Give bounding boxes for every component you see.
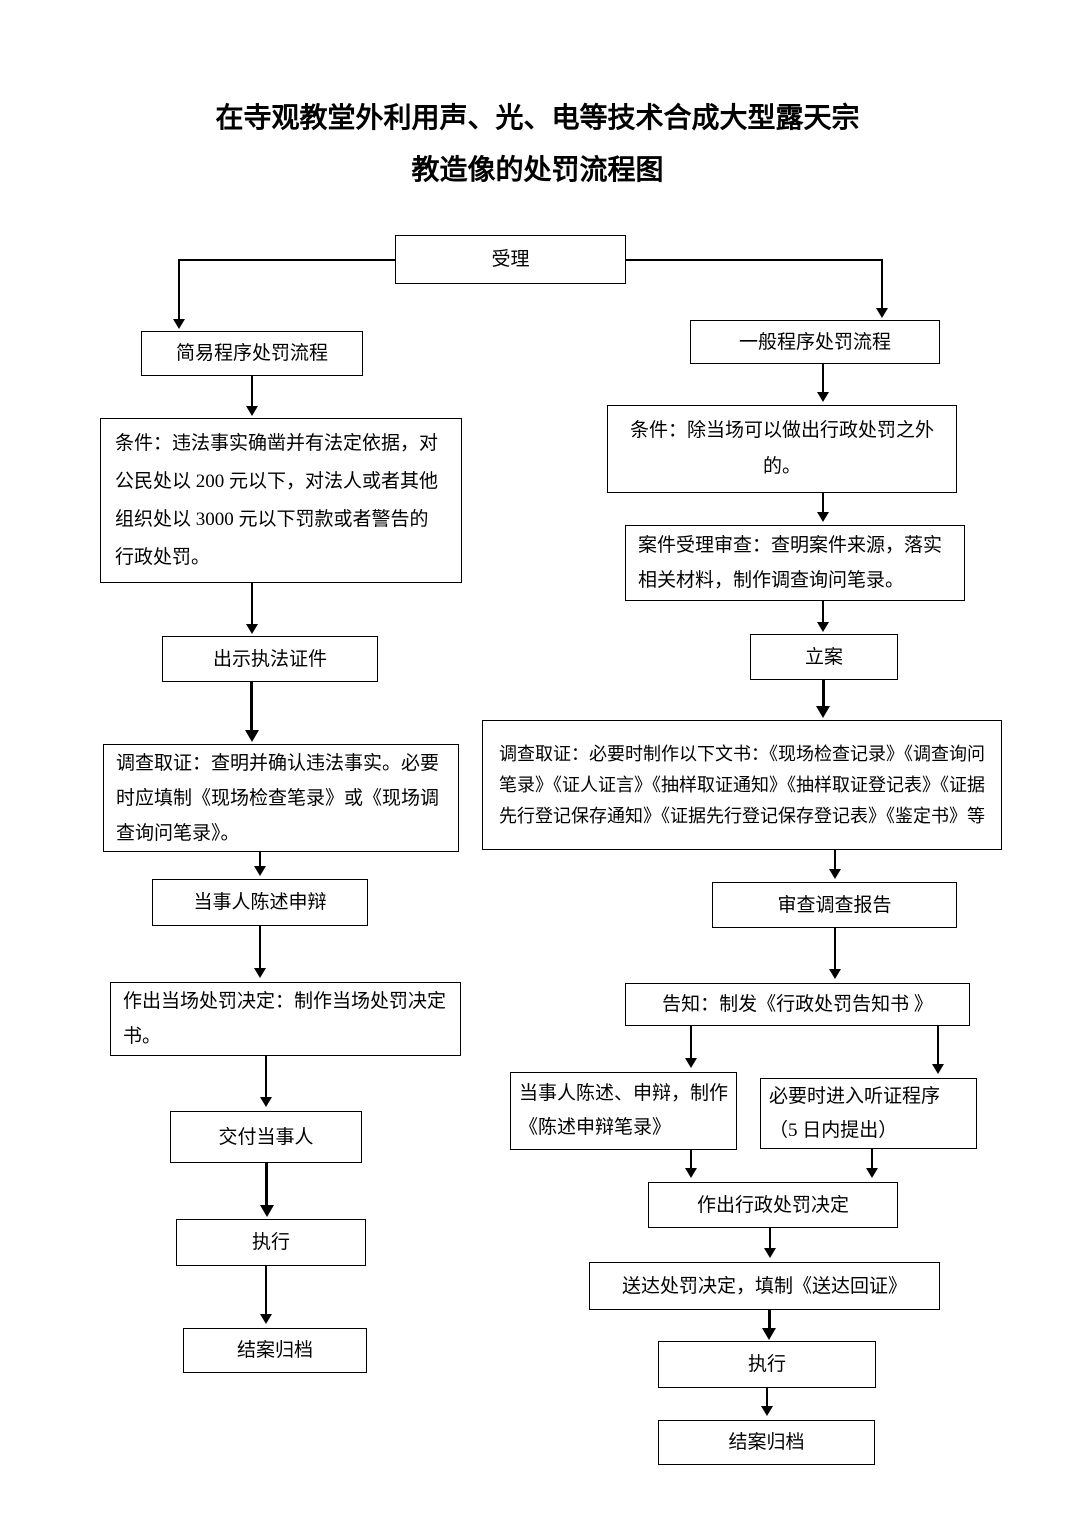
connector-hearing-to-decision [871,1149,873,1170]
node-label: 审查调查报告 [777,894,892,916]
arrowhead-simple-branch [173,319,185,329]
node-simple-condition[interactable]: 条件：违法事实确凿并有法定依据，对公民处以 200 元以下，对法人或者其他组织处… [100,418,462,583]
node-label: 案件受理审查：查明案件来源，落实相关材料，制作调查询问笔录。 [638,535,943,591]
node-onsite-penalty-decision[interactable]: 作出当场处罚决定：制作当场处罚决定书。 [110,982,461,1056]
node-simple-procedure-branch[interactable]: 简易程序处罚流程 [141,331,363,376]
arrowhead-file-case [817,622,829,632]
node-label: 简易程序处罚流程 [175,343,328,364]
arrowhead-archive-general [761,1406,773,1416]
node-label: 结案归档 [728,1432,805,1453]
connector-evidence-to-report [834,850,836,870]
node-party-statement-defense-simple[interactable]: 当事人陈述申辩 [152,879,368,926]
connector-start-to-simple-horizontal [178,259,396,261]
arrowhead-review-report [829,869,841,879]
node-label: 当事人陈述申辩 [193,892,327,913]
arrowhead-party-statement-general [685,1058,697,1068]
node-case-closed-archive-general[interactable]: 结案归档 [658,1420,875,1465]
arrowhead-deliver-to-party [260,1097,272,1107]
node-review-investigation-report[interactable]: 审查调查报告 [712,882,957,928]
node-general-condition[interactable]: 条件：除当场可以做出行政处罚之外的。 [607,405,957,493]
node-label: 执行 [251,1232,290,1253]
node-case-closed-archive-simple[interactable]: 结案归档 [183,1328,367,1373]
node-deliver-to-party[interactable]: 交付当事人 [170,1111,362,1163]
connector-start-to-general-vertical [881,259,883,311]
node-label: 必要时进入听证程序（5 日内提出） [769,1085,941,1141]
arrowhead-serve-decision [764,1248,776,1258]
node-label: 作出当场处罚决定：制作当场处罚决定书。 [123,991,447,1047]
node-label: 执行 [747,1354,786,1375]
node-label: 一般程序处罚流程 [738,331,891,353]
page-title-line-2: 教造像的处罚流程图 [411,154,664,185]
connector-review-to-file-case [822,601,824,623]
arrowhead-general-investigation [816,706,830,718]
connector-file-case-to-evidence [822,680,825,708]
node-general-investigation-evidence[interactable]: 调查取证：必要时制作以下文书：《现场检查记录》《调查询问笔录》《证人证言》《抽样… [482,720,1002,850]
connector-general-branch-to-condition [822,364,824,393]
arrowhead-show-id [246,624,258,634]
connector-execute-to-archive-simple [265,1266,267,1314]
connector-notification-to-party-statement [690,1026,692,1059]
connector-statement-to-onsite-decision [259,926,261,970]
connector-start-to-general-horizontal [625,259,883,261]
node-execute-simple[interactable]: 执行 [176,1219,366,1266]
node-party-statement-defense-general[interactable]: 当事人陈述、申辩，制作《陈述申辩笔录》 [510,1072,737,1150]
arrowhead-onsite-decision [254,968,266,978]
arrowhead-simple-investigation [245,730,259,742]
connector-onsite-decision-to-deliver [265,1056,267,1099]
arrowhead-hearing [932,1064,944,1074]
node-label: 立案 [804,646,843,668]
page-title-line-1: 在寺观教堂外利用声、光、电等技术合成大型露天宗 [215,102,860,133]
arrowhead-execute-simple [260,1205,274,1217]
node-label: 当事人陈述、申辩，制作《陈述申辩笔录》 [519,1083,729,1138]
node-make-administrative-penalty-decision[interactable]: 作出行政处罚决定 [648,1182,898,1228]
arrowhead-execute-general [762,1328,776,1340]
arrowhead-simple-condition [246,406,258,416]
node-simple-investigation[interactable]: 调查取证：查明并确认违法事实。必要时应填制《现场检查笔录》或《现场调查询问笔录》… [103,744,459,852]
arrowhead-decision-from-statement [685,1168,697,1178]
connector-condition-to-show-id [251,583,253,625]
node-label: 调查取证：必要时制作以下文书：《现场检查记录》《调查询问笔录》《证人证言》《抽样… [499,743,985,826]
node-general-procedure-branch[interactable]: 一般程序处罚流程 [690,320,940,364]
node-label: 受理 [491,249,530,270]
node-case-acceptance-review[interactable]: 案件受理审查：查明案件来源，落实相关材料，制作调查询问笔录。 [625,525,965,601]
arrowhead-notification [829,969,841,979]
connector-general-condition-to-review [822,493,824,513]
node-start-acceptance[interactable]: 受理 [395,235,626,284]
connector-investigation-to-statement [259,852,261,868]
node-label: 作出行政处罚决定 [696,1194,849,1216]
connector-simple-branch-to-condition [251,376,253,408]
node-show-law-enforcement-id[interactable]: 出示执法证件 [162,636,378,682]
arrowhead-case-acceptance-review [817,512,829,522]
connector-report-to-notification [834,928,836,970]
arrowhead-general-condition [817,392,829,402]
node-label: 调查取证：查明并确认违法事实。必要时应填制《现场检查笔录》或《现场调查询问笔录》… [116,752,440,844]
connector-serve-to-execute [768,1310,771,1330]
node-file-case[interactable]: 立案 [750,634,898,680]
arrowhead-archive-simple [260,1314,272,1324]
node-label: 出示执法证件 [212,648,327,670]
node-label: 告知：制发《行政处罚告知书 》 [662,994,933,1015]
node-label: 条件：除当场可以做出行政处罚之外的。 [629,420,934,477]
node-hearing-procedure[interactable]: 必要时进入听证程序（5 日内提出） [760,1078,977,1149]
node-label: 送达处罚决定，填制《送达回证》 [621,1275,907,1297]
arrowhead-general-branch [876,308,888,318]
node-notification[interactable]: 告知：制发《行政处罚告知书 》 [625,983,970,1026]
connector-execute-to-archive-general [766,1388,768,1408]
connector-party-statement-to-decision [690,1150,692,1170]
node-label: 交付当事人 [218,1126,314,1148]
connector-notification-to-hearing [937,1026,939,1065]
node-label: 条件：违法事实确凿并有法定依据，对公民处以 200 元以下，对法人或者其他组织处… [115,432,439,568]
node-serve-penalty-decision[interactable]: 送达处罚决定，填制《送达回证》 [589,1262,940,1310]
arrowhead-decision-from-hearing [866,1168,878,1178]
connector-decision-to-serve [769,1228,771,1250]
node-execute-general[interactable]: 执行 [658,1341,876,1388]
connector-deliver-to-execute [265,1163,268,1207]
arrowhead-party-statement-simple [254,866,266,876]
connector-start-to-simple-vertical [178,259,180,321]
page-title: 在寺观教堂外利用声、光、电等技术合成大型露天宗 教造像的处罚流程图 [0,92,1075,196]
node-label: 结案归档 [236,1340,313,1361]
connector-show-id-to-investigation [250,682,253,732]
